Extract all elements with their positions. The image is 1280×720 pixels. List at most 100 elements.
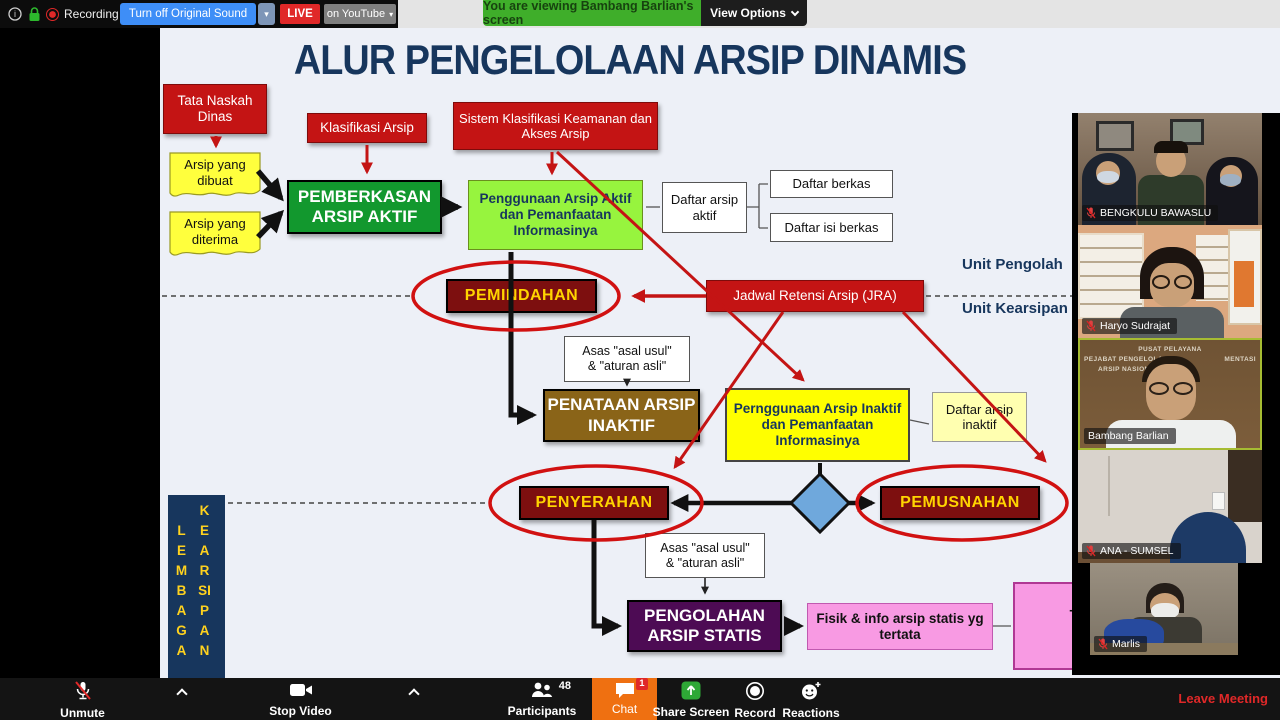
live-badge: LIVE [280,4,320,24]
participant-name-label: Haryo Sudrajat [1082,318,1178,334]
participants-video-panel: BENGKULU BAWASLU Haryo Sudrajat PUSAT PE… [1072,113,1280,675]
cable-decor [1108,456,1110,516]
node-penyerahan: PENYERAHAN [519,486,669,520]
participants-icon-wrap: 48 [529,680,571,702]
door-glow-decor [1234,261,1254,307]
wall-text: PUSAT PELAYANA PEJABAT PENGELOLA INF MEN… [1084,345,1256,374]
participant-name-label: Bambang Barlian [1084,428,1176,444]
asas-line1: Asas "asal usul" [582,344,672,359]
record-label: Record [734,706,776,720]
unmute-label: Unmute [60,706,105,720]
chat-button[interactable]: 1 Chat [592,678,657,720]
share-screen-button[interactable]: Share Screen [650,681,732,719]
asas-line2: & "aturan asli" [665,555,745,570]
participant-name-label: ANA - SUMSEL [1082,543,1181,559]
reactions-button[interactable]: Reactions [780,681,842,720]
participants-label: Participants [507,704,577,718]
participant-name: BENGKULU BAWASLU [1100,207,1212,219]
asas-line2: & "aturan asli" [587,359,667,373]
video-tile-bambang-barlian-active-speaker[interactable]: PUSAT PELAYANA PEJABAT PENGELOLA INF MEN… [1078,338,1262,450]
node-pemindahan: PEMINDAHAN [446,279,597,313]
wall-text-line2: PEJABAT PENGELOLA INF MENTASI [1084,355,1256,365]
cabinet-decor [1228,450,1262,522]
node-pemusnahan: PEMUSNAHAN [880,486,1040,520]
unmute-button[interactable]: Unmute [35,681,130,720]
reactions-label: Reactions [782,706,840,720]
glasses-decor [1152,275,1170,289]
participant-name-label: BENGKULU BAWASLU [1082,205,1219,221]
original-sound-button[interactable]: Turn off Original Sound [120,3,256,25]
glasses-decor [1173,382,1193,395]
hair-decor [1154,141,1188,153]
video-tile-ana-sumsel[interactable]: ANA - SUMSEL [1078,450,1262,563]
chat-icon-wrap: 1 [614,678,648,702]
lock-icon [29,7,40,21]
svg-text:i: i [14,9,16,19]
chat-unread-badge: 1 [636,678,648,690]
lane-unit-pengolah: Unit Pengolah [962,256,1063,273]
video-tile-bengkulu-bawaslu[interactable]: BENGKULU BAWASLU [1078,113,1262,225]
leave-meeting-button[interactable]: Leave Meeting [1178,691,1268,706]
node-penggunaan-arsip-aktif: Penggunaan Arsip Aktif dan Pemanfaatan I… [468,180,643,250]
record-dot-icon[interactable] [46,8,59,21]
node-jadwal-retensi-arsip: Jadwal Retensi Arsip (JRA) [706,280,924,312]
node-fisik-info-arsip-statis: Fisik & info arsip statis yg tertata [807,603,993,650]
participant-name: Bambang Barlian [1088,430,1169,442]
participants-button[interactable]: 48 Participants [494,680,590,718]
record-button[interactable]: Record [726,681,784,720]
video-content: Marlis [1090,563,1238,655]
paper-decor [1212,492,1225,510]
video-tile-haryo-sudrajat[interactable]: Haryo Sudrajat [1078,225,1262,338]
wall-frame-decor [1096,121,1134,151]
wall-text-line2a: PEJABAT PENGELOLA INF [1084,355,1177,363]
node-daftar-berkas: Daftar berkas [770,170,893,198]
original-sound-dropdown[interactable]: ▾ [258,3,275,25]
slide-title: ALUR PENGELOLAAN ARSIP DINAMIS [293,36,967,83]
mic-muted-icon [1098,638,1108,650]
node-arsip-yang-dibuat: Arsip yang dibuat [168,152,262,202]
mic-muted-icon [74,681,91,700]
node-arsip-yang-diterima: Arsip yang diterima [168,211,262,261]
mic-muted-icon [1086,545,1096,557]
chevron-down-icon: ▾ [389,9,394,19]
participant-name: Marlis [1112,638,1140,650]
bookshelf-decor [1078,233,1144,319]
chat-icon [615,683,634,698]
chevron-down-icon [790,7,800,16]
info-icon[interactable]: i [8,7,22,21]
node-daftar-isi-berkas: Daftar isi berkas [770,213,893,242]
camera-icon [289,684,312,696]
document-label: Arsip yang dibuat [184,157,246,188]
vertical-text-lembaga: LEMBAGA [175,523,188,658]
meeting-top-bar: i Recording Turn off Original Sound ▾ LI… [0,0,1280,28]
reactions-icon [802,682,821,700]
participant-name: Haryo Sudrajat [1100,320,1171,332]
wall-frame-decor [1170,119,1204,145]
audio-options-chevron[interactable] [176,688,188,700]
participant-name-label: Marlis [1094,636,1147,652]
document-label: Arsip yang diterima [184,216,246,247]
view-options-label: View Options [710,6,786,20]
participant-name: ANA - SUMSEL [1100,545,1174,557]
document-shape [169,152,261,197]
node-daftar-arsip-inaktif: Daftar arsip inaktif [932,392,1027,442]
glasses-decor [1174,275,1192,289]
node-asas-asal-usul-2: Asas "asal usul" & "aturan asli" [645,533,765,578]
node-penataan-arsip-inaktif: PENATAAN ARSIP INAKTIF [543,389,700,442]
video-options-chevron[interactable] [408,688,420,700]
node-pemberkasan-arsip-aktif: PEMBERKASAN ARSIP AKTIF [287,180,442,234]
vertical-text-kearsipan: KEARSIPAN [198,503,211,658]
face-mask [1097,171,1119,183]
wall-text-line1: PUSAT PELAYANA [1138,346,1202,353]
mic-muted-icon [1086,207,1096,219]
node-daftar-arsip-aktif: Daftar arsip aktif [662,182,747,233]
node-pengolahan-arsip-statis: PENGOLAHAN ARSIP STATIS [627,600,782,652]
live-destination-dropdown[interactable]: on YouTube▾ [324,4,396,24]
recording-label: Recording [64,7,119,21]
view-options-button[interactable]: View Options [701,0,807,26]
stop-video-button[interactable]: Stop Video [248,681,353,718]
live-destination-label: on YouTube [326,8,386,20]
video-tile-marlis[interactable]: Marlis [1078,563,1262,675]
node-tata-naskah-dinas: Tata Naskah Dinas [163,84,267,134]
share-screen-icon [681,681,701,700]
